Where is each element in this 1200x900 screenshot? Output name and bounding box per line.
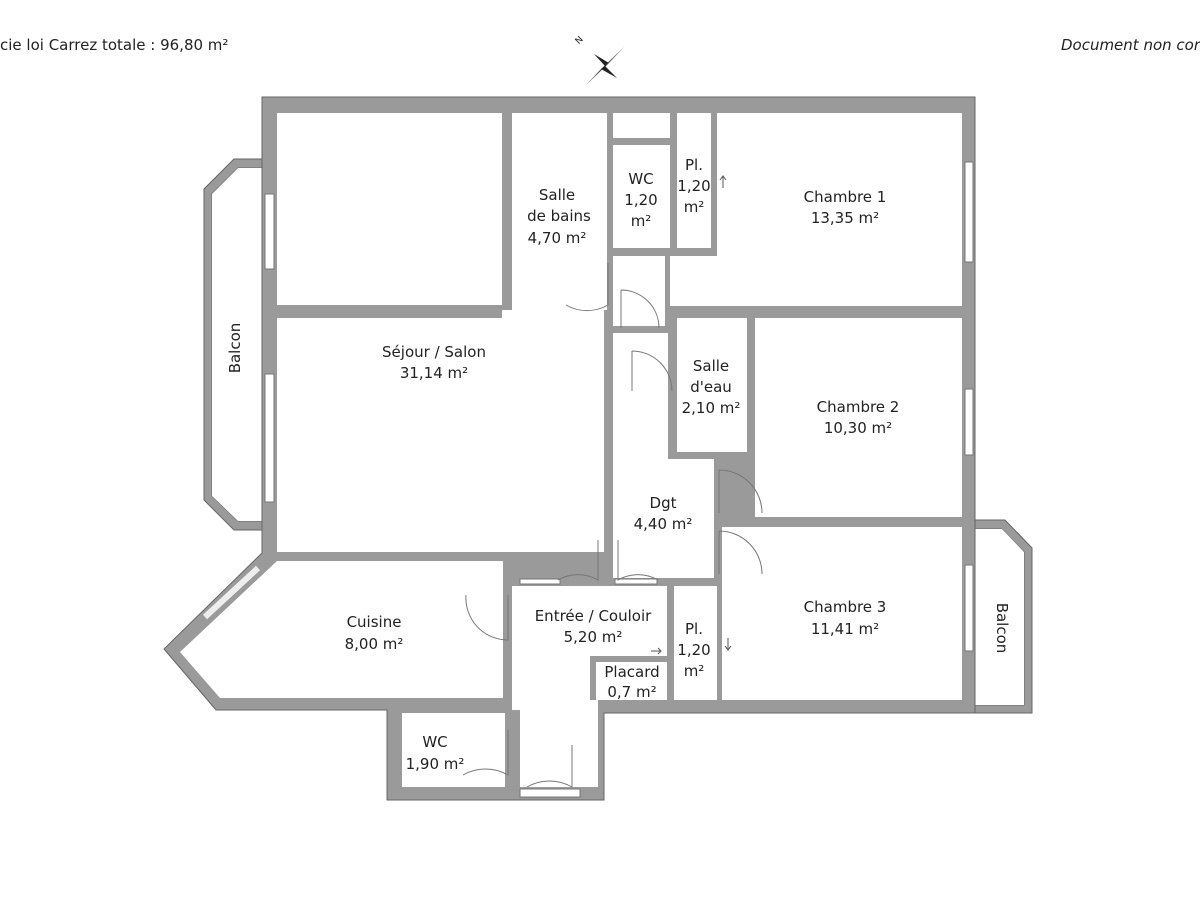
room-area: 10,30 m² xyxy=(824,419,892,437)
disclaimer-label: Document non cor xyxy=(1060,36,1200,54)
room-name: Pl. xyxy=(685,620,703,638)
room-name: Entrée / Couloir xyxy=(535,607,652,625)
building-walls xyxy=(163,96,976,801)
room-name: WC xyxy=(628,170,653,188)
room-degagement: Dgt 4,40 m² xyxy=(634,494,693,533)
room-chambre-1: Chambre 1 13,35 m² xyxy=(804,188,887,227)
room-placard-3: Placard 0,7 m² xyxy=(604,663,659,701)
compass-rose-icon: N xyxy=(574,35,624,85)
room-area: 11,41 m² xyxy=(811,620,879,638)
arrow-icons xyxy=(651,175,732,655)
doors xyxy=(462,263,763,788)
room-placard-1: Pl. 1,20 m² xyxy=(677,156,710,216)
balcon-left-label: Balcon xyxy=(226,323,244,374)
room-area: 1,20 xyxy=(677,641,710,659)
total-area-label: cie loi Carrez totale : 96,80 m² xyxy=(0,36,229,54)
room-salle-de-bains: Salle de bains 4,70 m² xyxy=(527,186,591,247)
windows xyxy=(202,161,974,798)
room-area-unit: m² xyxy=(684,662,705,680)
room-area: 2,10 m² xyxy=(682,399,741,417)
room-entree-couloir: Entrée / Couloir 5,20 m² xyxy=(535,607,652,646)
room-name: Pl. xyxy=(685,156,703,174)
room-name: Chambre 1 xyxy=(804,188,887,206)
room-name: Séjour / Salon xyxy=(382,343,486,361)
room-area: 1,90 m² xyxy=(406,755,465,773)
room-name: Dgt xyxy=(650,494,677,512)
room-area: 1,20 xyxy=(624,191,657,209)
room-area: 8,00 m² xyxy=(345,635,404,653)
room-salle-d-eau: Salle d'eau 2,10 m² xyxy=(682,357,741,417)
room-placard-2: Pl. 1,20 m² xyxy=(677,620,710,680)
room-area: 0,7 m² xyxy=(607,683,656,701)
room-chambre-3: Chambre 3 11,41 m² xyxy=(804,598,887,638)
room-area: 31,14 m² xyxy=(400,364,468,382)
room-name: Placard xyxy=(604,663,659,681)
room-name: d'eau xyxy=(690,378,732,396)
room-name: Chambre 3 xyxy=(804,598,887,616)
room-area: 5,20 m² xyxy=(564,628,623,646)
room-wc-1: WC 1,20 m² xyxy=(624,170,657,230)
room-name: Cuisine xyxy=(347,613,402,631)
compass-north-label: N xyxy=(574,35,586,47)
balcon-right-label: Balcon xyxy=(993,603,1011,654)
room-area-unit: m² xyxy=(684,198,705,216)
room-name: Salle xyxy=(693,357,729,375)
room-area: 4,70 m² xyxy=(528,229,587,247)
room-cuisine: Cuisine 8,00 m² xyxy=(345,613,404,653)
room-name: Salle xyxy=(539,186,575,204)
room-sejour: Séjour / Salon 31,14 m² xyxy=(382,343,486,382)
room-name: Chambre 2 xyxy=(817,398,900,416)
room-name: de bains xyxy=(527,207,591,225)
room-area: 13,35 m² xyxy=(811,209,879,227)
room-chambre-2: Chambre 2 10,30 m² xyxy=(817,398,900,437)
room-area: 4,40 m² xyxy=(634,515,693,533)
room-wc-2: WC 1,90 m² xyxy=(406,733,465,773)
room-area-unit: m² xyxy=(631,212,652,230)
room-area: 1,20 xyxy=(677,177,710,195)
room-name: WC xyxy=(422,733,447,751)
